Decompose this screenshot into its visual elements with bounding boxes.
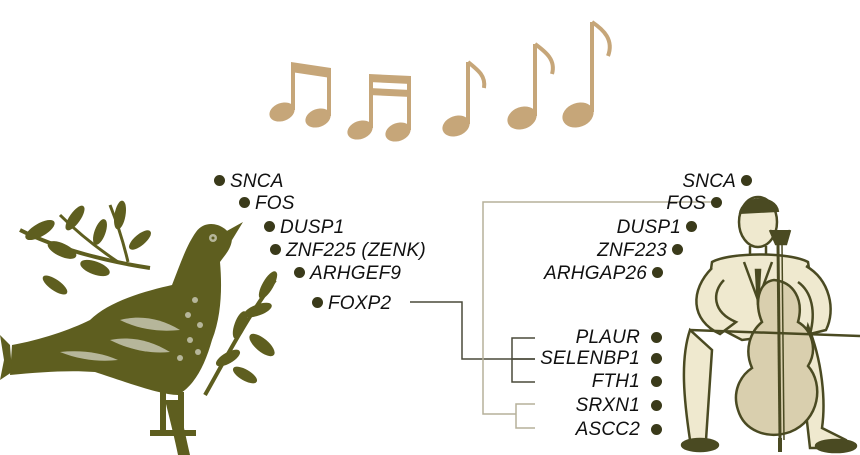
bullet-dot xyxy=(214,175,225,186)
gene-label: FOS xyxy=(255,193,295,214)
gene-label: FOS xyxy=(666,193,706,214)
target-gene-ascc2: ASCC2 xyxy=(538,419,662,441)
bullet-dot xyxy=(741,175,752,186)
bird-gene-foxp2: FOXP2 xyxy=(312,293,391,315)
target-gene-fth1: FTH1 xyxy=(538,371,662,393)
bullet-dot xyxy=(651,332,662,343)
beamed-sixteenth-notes-icon xyxy=(347,74,411,142)
bird-gene-fos: FOS xyxy=(239,193,295,215)
bullet-dot xyxy=(672,244,683,255)
bird-gene-arhgef9: ARHGEF9 xyxy=(294,263,401,285)
human-gene-fos: FOS xyxy=(666,193,722,215)
bullet-dot xyxy=(239,197,250,208)
bird-illustration-icon xyxy=(0,200,278,455)
bullet-dot xyxy=(651,353,662,364)
human-gene-znf223: ZNF223 xyxy=(597,240,683,262)
gene-label: ARHGEF9 xyxy=(310,263,402,284)
bullet-dot xyxy=(651,400,662,411)
musical-notes-icon xyxy=(269,20,612,142)
target-bracket xyxy=(511,337,535,383)
bullet-dot xyxy=(652,267,663,278)
eighth-note-icon xyxy=(442,60,487,137)
bullet-dot xyxy=(294,267,305,278)
gene-label: SRXN1 xyxy=(575,395,640,416)
bullet-dot xyxy=(651,424,662,435)
gene-label: FOXP2 xyxy=(328,293,392,314)
bullet-dot xyxy=(264,221,275,232)
eighth-note-icon xyxy=(507,42,555,130)
eighth-note-icon xyxy=(562,20,612,128)
bullet-dot xyxy=(312,297,323,308)
gene-label: SELENBP1 xyxy=(540,348,640,369)
bird-gene-snca: SNCA xyxy=(214,171,284,193)
human-gene-arhgap26: ARHGAP26 xyxy=(544,263,663,285)
cellist-illustration-icon xyxy=(680,195,860,454)
target-gene-selenbp1: SELENBP1 xyxy=(514,348,662,370)
gene-label: ARHGAP26 xyxy=(544,263,647,284)
gene-label: PLAUR xyxy=(575,327,640,348)
beamed-eighth-notes-icon xyxy=(269,62,331,128)
gene-label: SNCA xyxy=(682,171,736,192)
gene-label: DUSP1 xyxy=(616,217,681,238)
bullet-dot xyxy=(711,197,722,208)
human-bracket xyxy=(482,201,715,429)
gene-label: ZNF225 (ZENK) xyxy=(286,240,426,261)
target-gene-srxn1: SRXN1 xyxy=(538,395,662,417)
target-gene-plaur: PLAUR xyxy=(538,327,662,349)
gene-label: ZNF223 xyxy=(597,240,667,261)
bird-gene-znf225: ZNF225 (ZENK) xyxy=(270,240,426,262)
bullet-dot xyxy=(686,221,697,232)
gene-label: DUSP1 xyxy=(280,217,345,238)
gene-label: ASCC2 xyxy=(575,419,640,440)
human-gene-dusp1: DUSP1 xyxy=(617,217,697,239)
gene-label: SNCA xyxy=(230,171,284,192)
human-gene-snca: SNCA xyxy=(682,171,752,193)
bullet-dot xyxy=(651,376,662,387)
foxp2-connector xyxy=(410,301,535,360)
bullet-dot xyxy=(270,244,281,255)
gene-label: FTH1 xyxy=(591,371,640,392)
bird-gene-dusp1: DUSP1 xyxy=(264,217,344,239)
